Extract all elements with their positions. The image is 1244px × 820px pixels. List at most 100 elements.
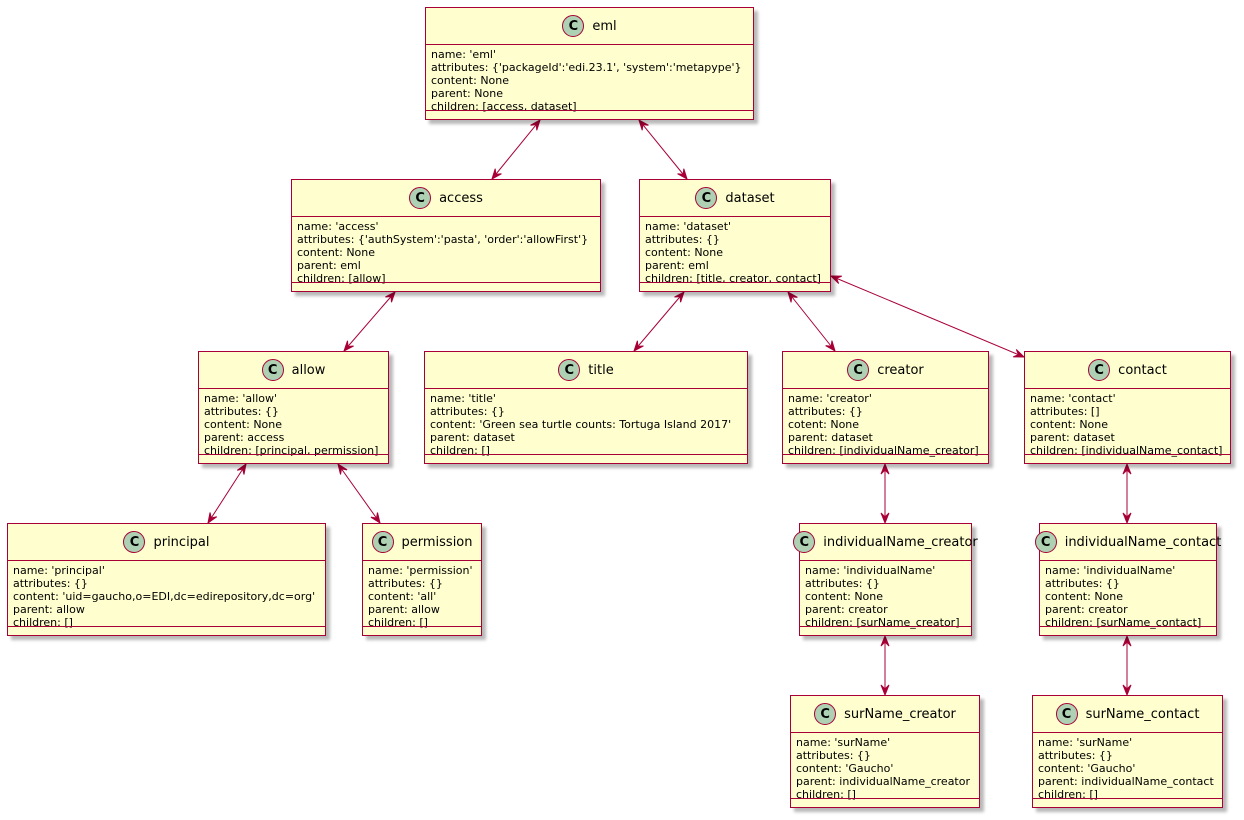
- class-icon: C: [409, 187, 432, 209]
- field-attributes: attributes: {'authSystem':'pasta', 'orde…: [297, 233, 589, 246]
- field-children: children: [title, creator, contact]: [645, 272, 821, 285]
- field-content: content: None: [1030, 418, 1109, 431]
- class-fields: name: 'principal' attributes: {} content…: [8, 561, 325, 629]
- arrowhead-icon: [337, 462, 348, 475]
- arrowhead-icon: [787, 290, 798, 303]
- field-attributes: attributes: []: [1030, 405, 1100, 418]
- field-attributes: attributes: {}: [1038, 749, 1113, 762]
- field-attributes: attributes: {}: [204, 405, 279, 418]
- field-content: cotent: None: [788, 418, 860, 431]
- field-children: children: [surName_contact]: [1045, 616, 1202, 629]
- class-fields: name: 'dataset' attributes: {} content: …: [640, 217, 830, 285]
- field-parent: parent: dataset: [1030, 431, 1115, 444]
- edge-allow-permission: [337, 463, 381, 524]
- field-parent: parent: individualName_creator: [796, 775, 970, 788]
- field-parent: parent: dataset: [788, 431, 873, 444]
- class-fields: name: 'permission' attributes: {} conten…: [363, 561, 481, 629]
- field-parent: parent: eml: [297, 259, 361, 272]
- field-name: name: 'contact': [1030, 392, 1116, 405]
- field-name: name: 'creator': [788, 392, 872, 405]
- field-attributes: attributes: {}: [430, 405, 505, 418]
- field-attributes: attributes: {}: [796, 749, 871, 762]
- arrowhead-icon: [491, 168, 502, 181]
- field-content: content: None: [431, 74, 510, 87]
- field-parent: parent: dataset: [430, 431, 515, 444]
- field-content: content: 'Gaucho': [796, 762, 894, 775]
- arrowhead-icon: [677, 168, 688, 181]
- field-parent: parent: allow: [13, 603, 85, 616]
- arrowhead-icon: [880, 684, 890, 697]
- class-name: creator: [877, 362, 924, 378]
- field-children: children: [surName_creator]: [805, 616, 960, 629]
- edge-access-allow: [343, 291, 396, 352]
- methods-divider: [292, 282, 600, 283]
- methods-divider: [800, 626, 971, 627]
- class-icon: C: [1034, 531, 1057, 553]
- arrowhead-icon: [236, 462, 247, 475]
- arrowhead-icon: [385, 290, 396, 303]
- class-icon: C: [562, 15, 585, 37]
- arrowhead-icon: [1013, 349, 1026, 358]
- class-name: access: [439, 190, 483, 206]
- field-content: content: 'all': [368, 590, 437, 603]
- field-children: children: []: [796, 788, 856, 801]
- class-icon: C: [814, 703, 837, 725]
- field-children: children: [principal, permission]: [204, 444, 379, 457]
- field-children: children: [allow]: [297, 272, 386, 285]
- field-children: children: []: [13, 616, 73, 629]
- class-fields: name: 'eml' attributes: {'packageId':'ed…: [426, 45, 753, 113]
- field-content: content: 'Green sea turtle counts: Tortu…: [430, 418, 732, 431]
- class-fields: name: 'allow' attributes: {} content: No…: [199, 389, 388, 457]
- methods-divider: [640, 282, 830, 283]
- class-fields: name: 'title' attributes: {} content: 'G…: [425, 389, 747, 457]
- class-name: individualName_creator: [823, 534, 978, 550]
- methods-divider: [425, 454, 747, 455]
- field-content: content: None: [645, 246, 724, 259]
- class-name: surName_contact: [1085, 706, 1200, 722]
- methods-divider: [1033, 798, 1222, 799]
- arrowhead-icon: [880, 512, 890, 525]
- field-attributes: attributes: {}: [805, 577, 880, 590]
- class-fields: name: 'individualName' attributes: {} co…: [800, 561, 971, 629]
- class-name: contact: [1118, 362, 1167, 378]
- edge-dataset-contact: [830, 275, 1025, 358]
- class-icon: C: [695, 187, 718, 209]
- arrowhead-icon: [638, 118, 649, 131]
- class-icon: C: [793, 531, 816, 553]
- class-icon: C: [261, 359, 284, 381]
- class-name: dataset: [725, 190, 775, 206]
- field-name: name: 'title': [430, 392, 496, 405]
- methods-divider: [363, 626, 481, 627]
- arrowhead-icon: [207, 512, 218, 525]
- arrowhead-icon: [633, 340, 644, 353]
- arrowhead-icon: [530, 118, 541, 131]
- edge-eml-dataset: [638, 119, 688, 180]
- field-parent: parent: access: [204, 431, 285, 444]
- class-name: title: [588, 362, 614, 378]
- methods-divider: [791, 798, 979, 799]
- edge-dataset-creator: [787, 291, 836, 352]
- field-parent: parent: eml: [645, 259, 709, 272]
